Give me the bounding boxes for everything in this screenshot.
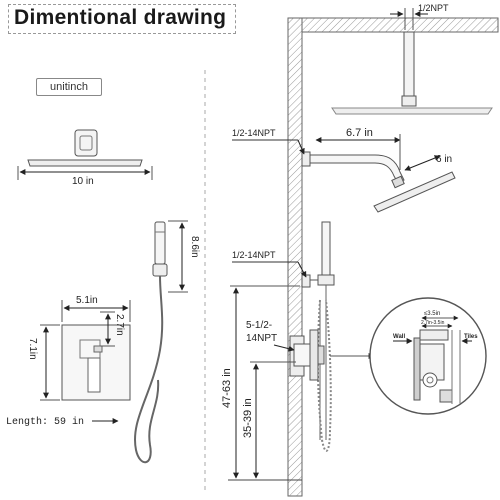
head-width-dimension — [17, 166, 153, 180]
hand-shower — [134, 221, 168, 464]
total-height-dimension — [230, 285, 300, 479]
head-width-label: 10 in — [72, 176, 94, 187]
total-height-label: 47-63 in — [221, 368, 233, 408]
top-npt-dimension — [390, 8, 428, 30]
hand-height-label: 8.6in — [189, 236, 200, 258]
valve-inner-dimension — [100, 311, 115, 347]
detail-tiles-label: Tiles — [464, 334, 478, 340]
valve-height-label: 7.1in — [27, 338, 38, 360]
npt-slide-label: 1/2-14NPT — [232, 250, 276, 260]
hand-height-dimension — [168, 220, 188, 293]
valve-inner-label: 2.7in — [114, 314, 125, 336]
head-size-arrow — [404, 155, 441, 171]
unit-badge: unitinch — [36, 78, 102, 96]
detail-callout — [369, 297, 487, 415]
tilted-rain-head — [373, 171, 456, 213]
detail-max-label: ≤3.5in — [424, 311, 440, 317]
valve-width-dimension — [61, 300, 131, 322]
arm-length-label: 6.7 in — [346, 127, 373, 139]
arm-length-dimension — [315, 134, 401, 170]
valve-trim-plate — [61, 324, 131, 401]
npt-arm-label: 1/2-14NPT — [232, 128, 276, 138]
head-size-label: 6 in — [436, 154, 452, 165]
detail-range-label: 2.7in-3.5in — [421, 320, 445, 326]
title-frame — [8, 4, 236, 34]
ceiling-arm — [401, 31, 417, 107]
valve-height-dimension — [40, 324, 60, 401]
valve-height-floor-dimension — [250, 361, 296, 479]
valve-width-label: 5.1in — [76, 295, 98, 306]
wall-shower-arm — [301, 151, 405, 184]
valve-npt-label-2: 14NPT — [246, 333, 277, 344]
hose-length-label: Length: 59 in — [6, 416, 84, 428]
ceiling-rain-head — [331, 107, 493, 115]
page-title: Dimentional drawing — [14, 6, 227, 29]
npt-arm-arrow — [297, 139, 305, 155]
valve-npt-label-1: 5-1/2- — [246, 320, 272, 331]
top-npt-label: 1/2NPT — [418, 3, 449, 13]
npt-slide-arrow — [297, 261, 307, 278]
rain-head-front — [27, 129, 143, 167]
detail-wall-label: Wall — [393, 334, 405, 340]
valve-floor-height-label: 35-39 in — [242, 398, 254, 438]
valve-npt-arrow — [273, 344, 295, 352]
